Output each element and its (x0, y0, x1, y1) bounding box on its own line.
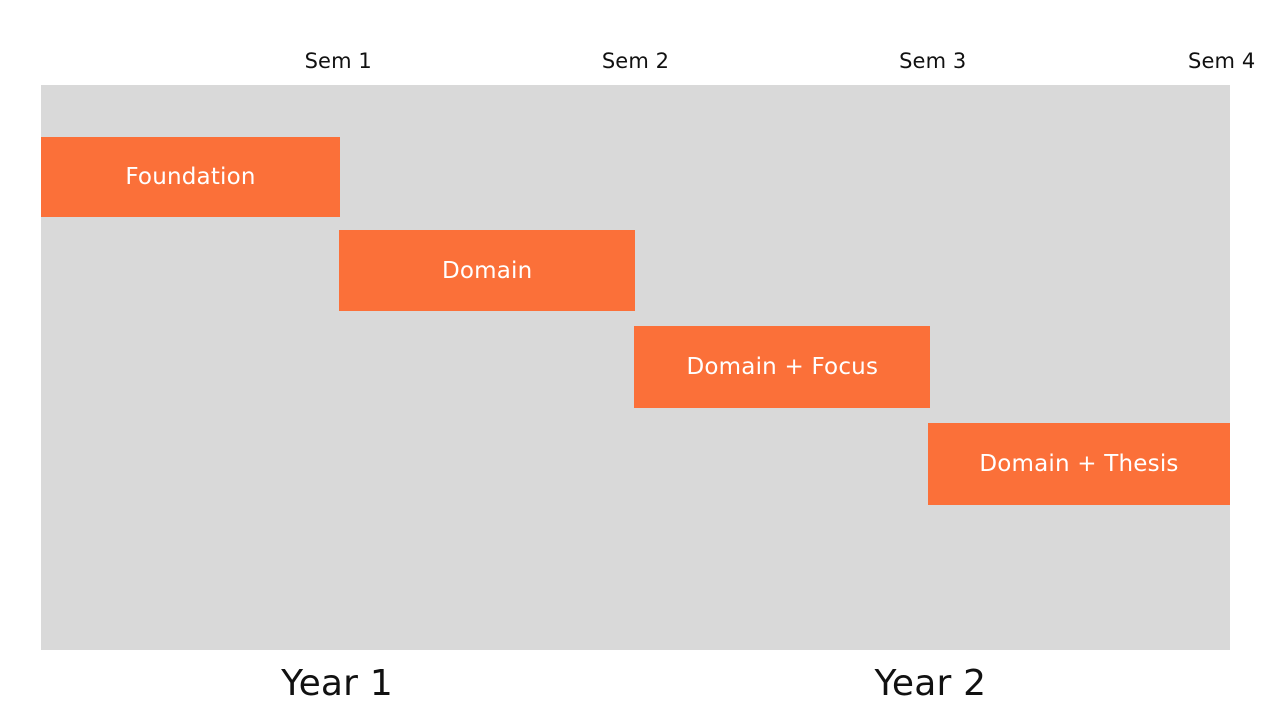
phase-bar-label: Foundation (125, 164, 256, 190)
axis-tick-label-sem-2: Sem 2 (601, 49, 670, 73)
year-label-year-2: Year 2 (874, 663, 987, 704)
phase-bar-label: Domain + Focus (686, 354, 879, 380)
phase-bar-domain-focus[interactable]: Domain + Focus (634, 326, 931, 408)
semester-axis: Sem 1 Sem 2 Sem 3 Sem 4 (41, 44, 1256, 78)
timeline-panel: Foundation Domain Domain + Focus Domain … (41, 85, 1230, 704)
phase-bar-label: Domain (441, 257, 533, 284)
year-label-year-1: Year 1 (281, 663, 393, 704)
phase-bar-domain[interactable]: Domain (339, 230, 635, 311)
axis-tick-label-sem-4: Sem 4 (1188, 49, 1256, 73)
phase-bar-foundation[interactable]: Foundation (41, 137, 341, 217)
phase-bar-domain-thesis[interactable]: Domain + Thesis (927, 423, 1230, 505)
axis-tick-label-sem-3: Sem 3 (899, 49, 967, 73)
phase-bar-label: Domain + Thesis (979, 451, 1179, 477)
axis-tick-label-sem-1: Sem 1 (304, 49, 372, 73)
